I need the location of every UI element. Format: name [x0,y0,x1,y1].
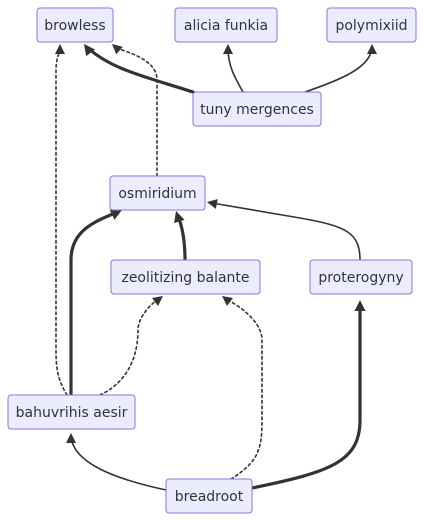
edge-breadroot-to-proterogyny [250,300,366,490]
edge-zeolitizing-to-osmiridium [174,211,187,262]
edge-line [115,47,158,177]
node-box [309,259,413,295]
node-label: zeolitizing balante [121,270,249,286]
node-box [36,7,114,43]
node-zeolitizing: zeolitizing balante [110,259,261,295]
arrowhead [367,44,377,54]
node-breadroot: breadroot [165,478,253,514]
edge-line [227,47,244,93]
node-box [165,478,253,514]
edge-line [99,298,160,396]
edge-line [211,202,361,261]
arrowhead [354,300,366,311]
node-label: browless [44,18,105,34]
edge-line [250,304,362,490]
node-tuny: tuny mergences [192,91,322,127]
edges-layer [55,44,377,491]
edge-bahuvrihis-to-zeolitizing [99,296,163,396]
arrowhead [152,296,163,306]
edge-osmiridium-to-browless [112,44,158,177]
edge-bahuvrihis-to-browless [55,44,68,396]
edge-line [225,298,263,480]
arrowhead [222,296,233,306]
node-proterogyny: proterogyny [309,259,413,295]
edge-proterogyny-to-osmiridium [207,199,361,261]
node-label: osmiridium [118,186,196,202]
arrowhead [223,44,233,54]
node-alicia: alicia funkia [174,7,278,43]
node-box [7,394,136,430]
edge-line [69,210,120,397]
nodes-layer: browless alicia funkia polymixiid tuny merg… [7,7,417,514]
node-box [110,259,261,295]
edge-tuny-to-polymixiid [304,44,377,93]
arrowhead [55,44,65,54]
node-label: breadroot [175,489,244,505]
arrowhead [84,44,95,57]
node-polymixiid: polymixiid [326,7,417,43]
edge-line [304,47,373,93]
arrowhead [174,211,185,224]
arrowhead [207,199,218,209]
node-browless: browless [36,7,114,43]
node-label: tuny mergences [200,102,314,118]
arrowhead [66,433,76,443]
edge-line [70,437,167,491]
arrowhead [112,44,123,55]
edge-tuny-to-alicia [223,44,244,93]
arrowhead [109,209,122,220]
node-bahuvrihis: bahuvrihis aesir [7,394,136,430]
node-label: proterogyny [318,270,403,286]
edge-breadroot-to-zeolitizing [222,296,263,480]
node-label: bahuvrihis aesir [16,405,128,421]
node-label: alicia funkia [184,18,268,34]
node-box [109,175,206,211]
edge-breadroot-to-bahuvrihis [66,433,167,491]
edge-line [55,47,68,396]
node-osmiridium: osmiridium [109,175,206,211]
edge-line [86,46,195,94]
node-label: polymixiid [335,18,407,34]
node-box [192,91,322,127]
edge-bahuvrihis-to-osmiridium [69,209,122,397]
edge-tuny-to-browless [84,44,195,94]
node-box [174,7,278,43]
edge-line [176,214,187,262]
node-box [326,7,417,43]
